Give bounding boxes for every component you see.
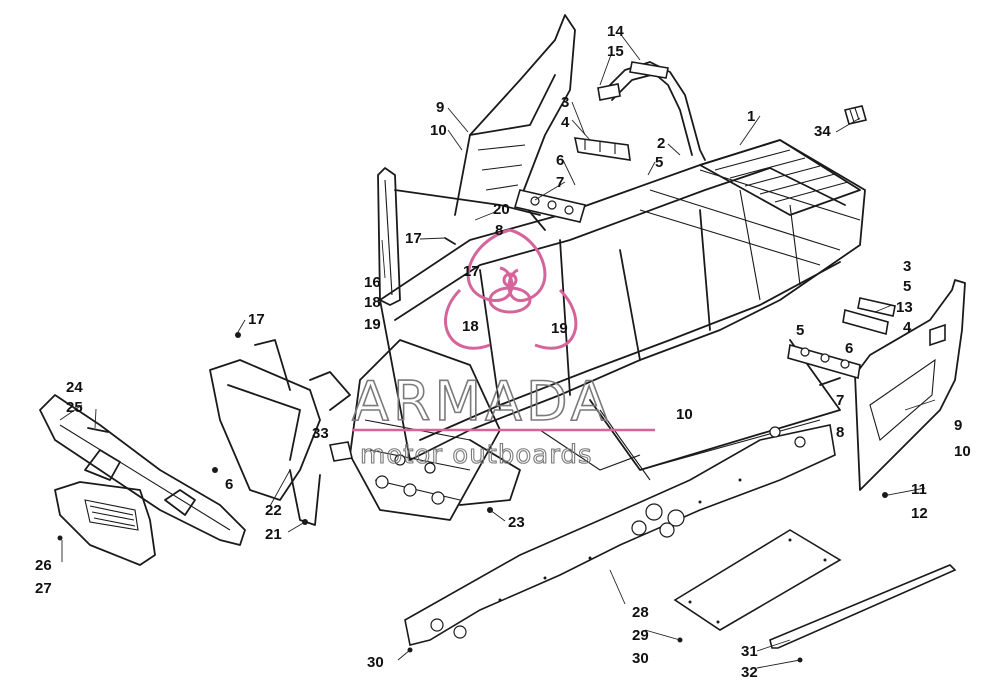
callout-12: 12 [911, 505, 928, 522]
callout-10b: 10 [954, 443, 971, 460]
frame-assembly-drawing [39, 14, 966, 663]
callout-5c: 5 [796, 322, 804, 339]
callout-7b: 7 [836, 392, 844, 409]
leader-lines [59, 35, 936, 669]
callout-22: 22 [265, 502, 282, 519]
callout-labels: 1 2 3 4 6 5 7 14 15 9 10 34 20 8 17 17 1… [35, 23, 971, 681]
callout-25: 25 [66, 399, 83, 416]
callout-16: 16 [364, 274, 381, 291]
callout-27: 27 [35, 580, 52, 597]
callout-30: 30 [632, 650, 649, 667]
callout-30b: 30 [367, 654, 384, 671]
callout-18: 18 [364, 294, 381, 311]
callout-14: 14 [607, 23, 624, 40]
callout-5: 5 [655, 154, 663, 171]
callout-9: 9 [436, 99, 444, 116]
callout-1: 1 [747, 108, 755, 125]
callout-24: 24 [66, 379, 83, 396]
callout-2: 2 [657, 135, 665, 152]
callout-10c: 10 [676, 406, 693, 423]
callout-4: 4 [561, 114, 570, 131]
callout-28: 28 [632, 604, 649, 621]
callout-6b: 6 [845, 340, 853, 357]
watermark-logo-mark [444, 228, 578, 350]
callout-6: 6 [556, 152, 564, 169]
callout-32: 32 [741, 664, 758, 681]
callout-33: 33 [312, 425, 329, 442]
callout-13: 13 [896, 299, 913, 316]
callout-8b: 8 [836, 424, 844, 441]
callout-23: 23 [508, 514, 525, 531]
watermark-tagline: motor outboards [360, 440, 593, 470]
callout-11: 11 [911, 481, 927, 498]
callout-3: 3 [561, 94, 569, 111]
callout-15: 15 [607, 43, 624, 60]
callout-5b: 5 [903, 278, 911, 295]
callout-20: 20 [493, 201, 510, 218]
callout-7: 7 [556, 174, 564, 191]
callout-17b: 17 [463, 263, 480, 280]
callout-6c: 6 [225, 476, 233, 493]
callout-31: 31 [741, 643, 758, 660]
callout-9b: 9 [954, 417, 962, 434]
callout-19b: 19 [551, 320, 568, 337]
callout-19: 19 [364, 316, 381, 333]
callout-8: 8 [495, 222, 503, 239]
callout-34: 34 [814, 123, 831, 140]
callout-4b: 4 [903, 319, 912, 336]
callout-29: 29 [632, 627, 649, 644]
callout-26: 26 [35, 557, 52, 574]
callout-18b: 18 [462, 318, 479, 335]
callout-3b: 3 [903, 258, 911, 275]
callout-17c: 17 [248, 311, 265, 328]
callout-10: 10 [430, 122, 447, 139]
watermark-brand: ARMADA [352, 370, 612, 433]
callout-17: 17 [405, 230, 422, 247]
watermark: ARMADA motor outboards [351, 228, 655, 471]
callout-21: 21 [265, 526, 282, 543]
